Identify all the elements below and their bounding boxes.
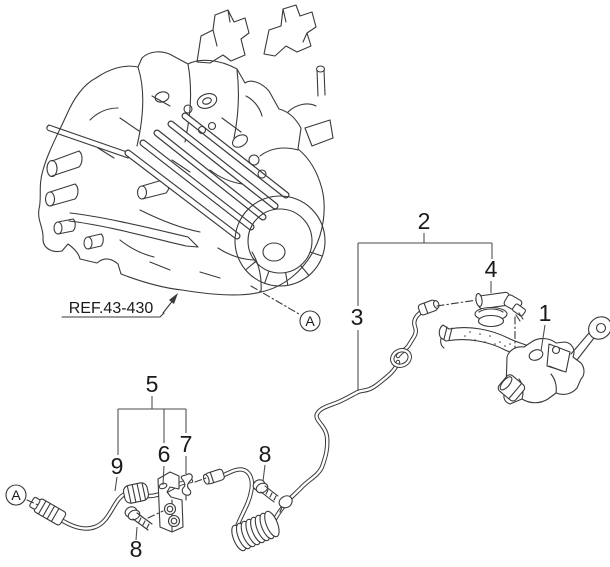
ref-label[interactable]: REF.43-430 bbox=[69, 300, 154, 317]
callout-9[interactable]: 9 bbox=[111, 453, 124, 492]
callout-4-label[interactable]: 4 bbox=[485, 256, 498, 282]
callout-8-right[interactable]: 8 bbox=[259, 441, 272, 482]
union-fitting-drawing bbox=[122, 482, 150, 504]
view-a-circle bbox=[299, 310, 321, 332]
view-a-letter: A bbox=[305, 313, 315, 329]
pipe-connector-drawing bbox=[417, 299, 440, 316]
callout-8-right-label[interactable]: 8 bbox=[259, 441, 272, 467]
coil-damper-drawing bbox=[231, 510, 280, 552]
transmission-drawing bbox=[38, 4, 334, 296]
view-a-marker-hose-end: A bbox=[5, 484, 39, 506]
bolt-drawing-right bbox=[252, 479, 279, 503]
ref-callout[interactable]: REF.43-430 bbox=[61, 293, 178, 318]
view-a2-dash-line bbox=[26, 499, 39, 506]
hose-end-fitting-drawing bbox=[29, 496, 67, 526]
outlet-port-drawing bbox=[497, 374, 526, 402]
callout-4[interactable]: 4 bbox=[485, 256, 498, 293]
callout-5-label[interactable]: 5 bbox=[146, 371, 159, 397]
callout-1[interactable]: 1 bbox=[539, 300, 552, 352]
callout-8-lower[interactable]: 8 bbox=[130, 526, 143, 562]
callout-5[interactable]: 5 bbox=[117, 371, 187, 455]
ref-underline bbox=[61, 312, 165, 318]
callouts: 2 3 4 1 5 9 6 7 bbox=[111, 208, 552, 562]
mounting-bracket-drawing bbox=[157, 471, 184, 533]
callout-7[interactable]: 7 bbox=[180, 431, 193, 474]
bolt-drawing-lower bbox=[124, 506, 153, 531]
bracket-hardware-drawing bbox=[124, 471, 279, 533]
callout-2-label[interactable]: 2 bbox=[418, 208, 431, 234]
callout-6[interactable]: 6 bbox=[158, 441, 171, 486]
ref-arrow-head bbox=[169, 293, 178, 304]
elbow-connector-drawing bbox=[475, 291, 526, 322]
callout-3[interactable]: 3 bbox=[351, 304, 364, 391]
view-a2-letter: A bbox=[11, 487, 21, 503]
callout-3-label[interactable]: 3 bbox=[351, 304, 364, 330]
callout-2[interactable]: 2 bbox=[357, 208, 493, 306]
view-a2-circle bbox=[5, 484, 27, 506]
mid-connector-drawing bbox=[202, 468, 225, 485]
callout-8-lower-label[interactable]: 8 bbox=[130, 536, 143, 562]
view-a-marker-transmission: A bbox=[250, 285, 321, 332]
callout-1-label[interactable]: 1 bbox=[539, 300, 552, 326]
callout-6-label[interactable]: 6 bbox=[158, 441, 171, 467]
view-a-dash-line bbox=[250, 285, 300, 315]
clutch-tube-drawing bbox=[29, 299, 440, 552]
master-cylinder-drawing bbox=[436, 291, 610, 405]
pipe-p-clip-drawing bbox=[278, 495, 293, 513]
callout-7-label[interactable]: 7 bbox=[180, 431, 193, 457]
callout-9-label[interactable]: 9 bbox=[111, 453, 124, 479]
